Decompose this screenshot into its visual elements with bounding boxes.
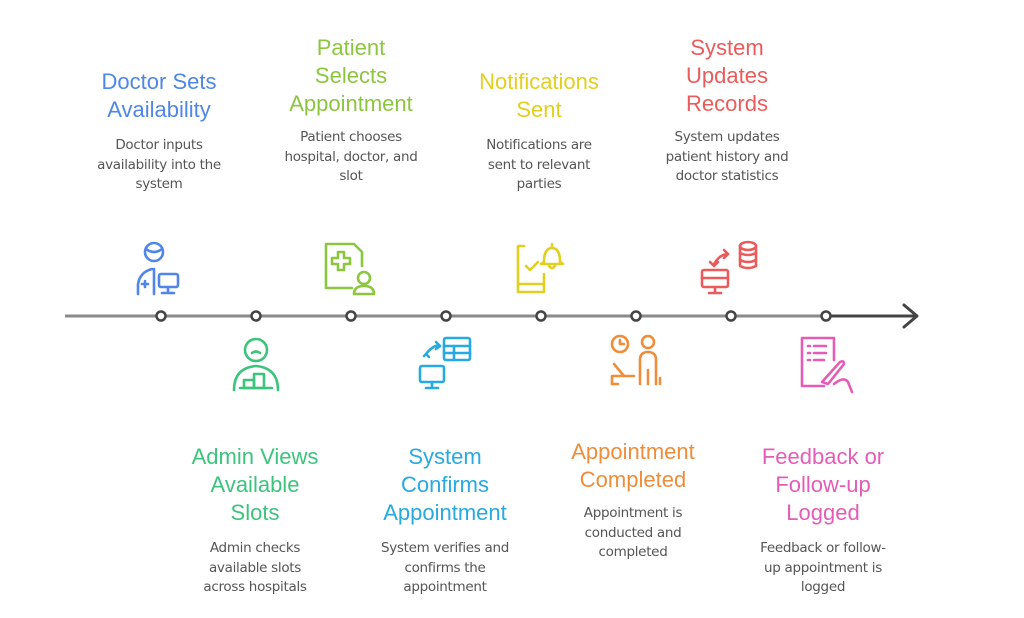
desc-line: availability into the — [97, 156, 221, 173]
title-line: Records — [686, 91, 768, 116]
step-description: Doctor inputs availability into the system — [74, 136, 244, 195]
step-description: Admin checks available slots across hospit… — [170, 539, 340, 598]
desc-line: slot — [339, 168, 363, 184]
title-line: Completed — [579, 467, 687, 492]
title-line: Available — [210, 472, 300, 497]
desc-line: sent to relevant — [487, 156, 591, 173]
desc-line: up appointment is — [764, 559, 882, 576]
title-line: Appointment — [571, 439, 695, 464]
desc-line: Patient chooses — [300, 129, 402, 145]
admin-user-icon — [224, 332, 288, 396]
step-description: System verifies and confirms the appointme… — [360, 539, 530, 598]
title-line: System — [690, 35, 764, 60]
timeline-node — [725, 310, 737, 322]
step-description: System updates patient history and doctor … — [642, 128, 812, 187]
desc-line: conducted and — [584, 524, 682, 541]
doctor-computer-icon — [128, 236, 192, 300]
title-line: Doctor Sets — [101, 69, 217, 94]
title-line: Feedback or — [761, 444, 885, 469]
timeline-node — [820, 310, 832, 322]
timeline-node — [345, 310, 357, 322]
step-description: Appointment is conducted and completed — [548, 504, 718, 563]
desc-line: confirms the — [404, 559, 486, 576]
title-line: Appointment — [289, 91, 413, 116]
desc-line: parties — [516, 176, 562, 192]
title-line: Updates — [686, 63, 768, 88]
desc-line: logged — [800, 579, 846, 595]
phone-bell-icon — [508, 236, 572, 300]
desc-line: Feedback or follow- — [760, 540, 886, 556]
desc-line: hospital, doctor, and — [284, 148, 418, 165]
desc-line: doctor statistics — [675, 168, 779, 184]
title-line: Sent — [516, 97, 562, 122]
title-line: Appointment — [383, 500, 507, 525]
timeline-node — [250, 310, 262, 322]
title-line: Logged — [786, 500, 860, 525]
step-description: Patient chooses hospital, doctor, and slot — [266, 128, 436, 187]
desc-line: Doctor inputs — [115, 137, 203, 153]
desc-line: Admin checks — [209, 540, 301, 556]
title-line: Availability — [107, 97, 211, 122]
consultation-icon — [604, 332, 668, 396]
title-line: Slots — [230, 500, 280, 525]
step-description: Notifications are sent to relevant parties — [454, 136, 624, 195]
desc-line: completed — [598, 544, 668, 560]
timeline-node — [630, 310, 642, 322]
timeline-node — [535, 310, 547, 322]
computer-database-sync-icon — [698, 236, 762, 300]
timeline-node — [440, 310, 452, 322]
title-line: Confirms — [400, 472, 489, 497]
desc-line: Notifications are — [486, 137, 592, 153]
desc-line: system — [135, 176, 183, 192]
document-sign-icon — [794, 332, 858, 396]
computer-sync-table-icon — [414, 332, 478, 396]
step-description: Feedback or follow-up appointment is logg… — [738, 539, 908, 598]
medical-record-user-icon — [318, 236, 382, 300]
title-line: Selects — [314, 63, 388, 88]
desc-line: System updates — [674, 129, 780, 145]
desc-line: System verifies and — [380, 540, 510, 556]
arrow-head-icon — [902, 303, 919, 329]
desc-line: patient history and — [665, 148, 789, 165]
desc-line: available slots — [208, 559, 302, 576]
timeline-node — [155, 310, 167, 322]
title-line: System — [408, 444, 482, 469]
title-line: Notifications — [479, 69, 599, 94]
title-line: Follow-up — [775, 472, 871, 497]
title-line: Patient — [316, 35, 386, 60]
desc-line: across hospitals — [203, 579, 307, 595]
desc-line: appointment — [403, 579, 487, 595]
title-line: Admin Views — [191, 444, 319, 469]
desc-line: Appointment is — [583, 505, 683, 521]
